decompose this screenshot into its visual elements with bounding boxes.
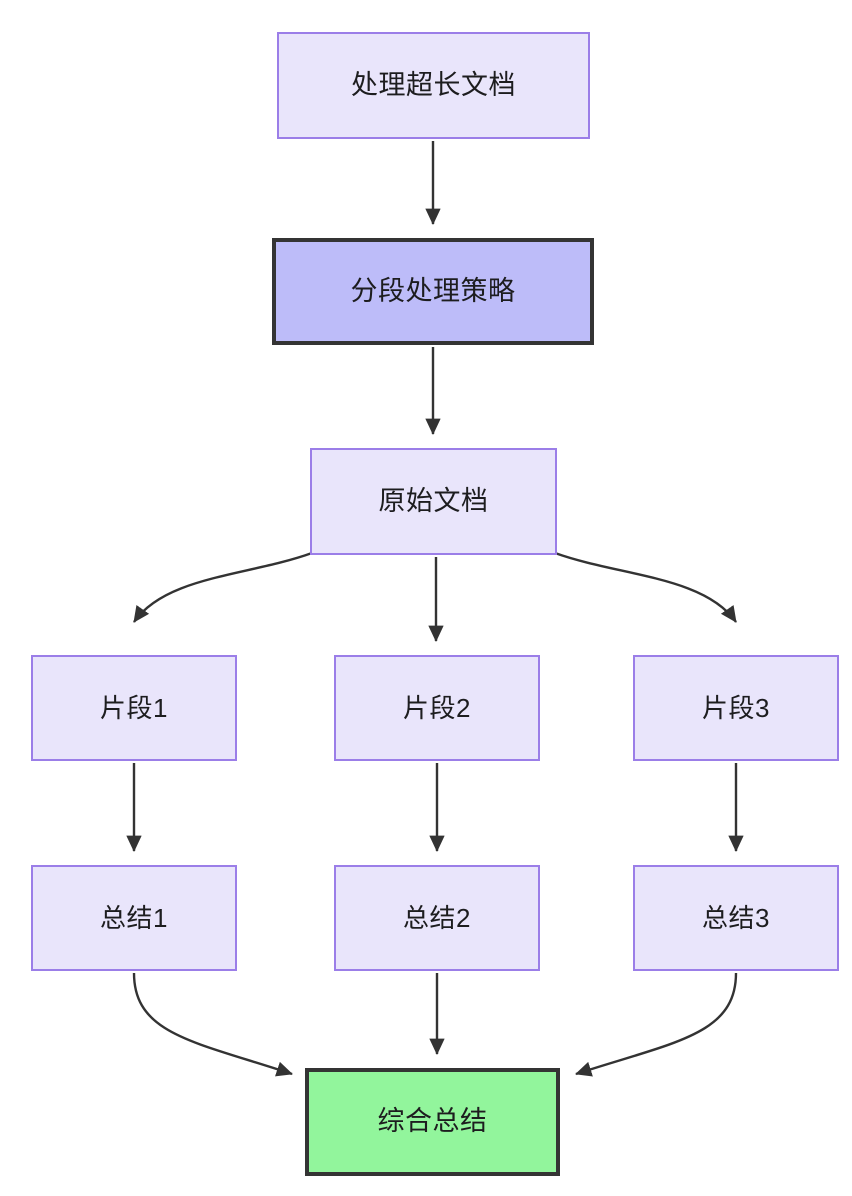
- edge-summary1-to-final: [132, 972, 293, 1077]
- node-chunking-strategy[interactable]: 分段处理策略: [272, 238, 594, 345]
- node-label: 分段处理策略: [350, 275, 516, 306]
- edge-summary3-to-final: [575, 972, 738, 1077]
- edge-source-to-chunk1: [133, 551, 313, 623]
- node-summary-1[interactable]: 总结1: [31, 865, 237, 971]
- node-chunk-2[interactable]: 片段2: [334, 655, 540, 761]
- node-label: 片段1: [100, 692, 168, 723]
- node-summary-2[interactable]: 总结2: [334, 865, 540, 971]
- node-label: 综合总结: [377, 1106, 488, 1137]
- edge-source-to-chunk3: [554, 551, 737, 623]
- node-label: 总结3: [702, 902, 770, 933]
- node-source-document[interactable]: 原始文档: [310, 448, 557, 555]
- node-process-long-document[interactable]: 处理超长文档: [277, 32, 590, 139]
- node-label: 总结2: [403, 902, 471, 933]
- node-summary-3[interactable]: 总结3: [633, 865, 839, 971]
- node-label: 片段2: [403, 692, 471, 723]
- node-chunk-3[interactable]: 片段3: [633, 655, 839, 761]
- node-chunk-1[interactable]: 片段1: [31, 655, 237, 761]
- node-label: 总结1: [100, 902, 168, 933]
- node-combined-summary[interactable]: 综合总结: [305, 1068, 560, 1176]
- node-label: 处理超长文档: [351, 69, 516, 100]
- node-label: 片段3: [702, 692, 770, 723]
- node-label: 原始文档: [378, 485, 489, 516]
